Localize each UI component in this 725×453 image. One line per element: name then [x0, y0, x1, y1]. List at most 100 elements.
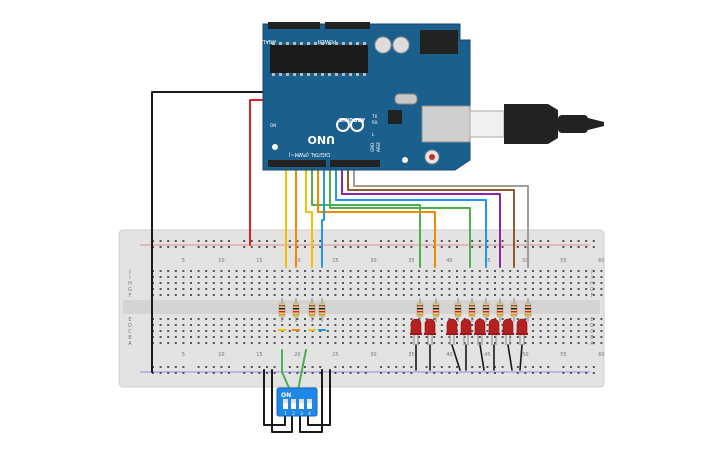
terminal-hole [334, 282, 337, 284]
terminal-hole [190, 288, 192, 290]
terminal-hole [380, 288, 382, 290]
terminal-hole [554, 288, 557, 290]
terminal-hole [532, 324, 534, 326]
dip-toggle[interactable] [307, 399, 312, 409]
terminal-hole [387, 336, 390, 338]
column-number: 50 [522, 352, 528, 358]
column-number: 40 [446, 352, 452, 358]
terminal-hole [440, 330, 443, 332]
terminal-hole [174, 282, 177, 284]
terminal-hole [554, 330, 557, 332]
terminal-hole [448, 342, 451, 344]
rail-hole [243, 246, 246, 248]
dip-position-label: 2 [292, 411, 295, 416]
terminal-hole [501, 330, 504, 332]
terminal-hole [357, 288, 360, 290]
rail-hole [387, 246, 390, 248]
terminal-hole [380, 336, 382, 338]
terminal-hole [235, 288, 238, 290]
terminal-hole [205, 318, 208, 320]
terminal-hole [197, 270, 200, 272]
dip-toggle[interactable] [299, 399, 304, 409]
terminal-hole [600, 276, 603, 278]
terminal-hole [539, 324, 542, 326]
terminal-hole [243, 318, 246, 320]
terminal-hole [509, 294, 512, 296]
terminal-hole [554, 270, 557, 272]
terminal-hole [228, 330, 230, 332]
terminal-hole [304, 270, 306, 272]
terminal-hole [349, 342, 352, 344]
row-letter: C [590, 329, 594, 335]
terminal-hole [585, 324, 588, 326]
resistor [278, 298, 286, 322]
dip-toggle[interactable] [283, 399, 288, 409]
terminal-hole [524, 294, 527, 296]
rail-hole [456, 246, 458, 248]
rail-hole [539, 372, 542, 374]
terminal-hole [296, 318, 299, 320]
terminal-hole [182, 276, 185, 278]
chip-pin [272, 42, 275, 45]
terminal-hole [585, 270, 588, 272]
terminal-hole [220, 294, 223, 296]
rail-hole [273, 240, 276, 242]
terminal-hole [250, 276, 253, 278]
terminal-hole [478, 336, 481, 338]
chip-pin [293, 42, 296, 45]
dip-toggle[interactable] [291, 399, 296, 409]
wire-green-2 [329, 161, 471, 268]
terminal-hole [167, 294, 170, 296]
chip-pin [349, 73, 352, 76]
terminal-hole [220, 270, 223, 272]
terminal-hole [228, 324, 230, 326]
rail-hole [532, 372, 534, 374]
terminal-hole [235, 342, 238, 344]
terminal-hole [304, 288, 306, 290]
terminal-hole [402, 282, 405, 284]
chip-pin [342, 73, 345, 76]
rail-hole [243, 240, 246, 242]
terminal-hole [478, 276, 481, 278]
terminal-hole [319, 276, 322, 278]
terminal-hole [494, 270, 496, 272]
rail-hole [402, 366, 405, 368]
rail-hole [478, 366, 481, 368]
terminal-hole [395, 270, 398, 272]
terminal-hole [250, 342, 253, 344]
wire-dip-black-4 [307, 369, 331, 426]
column-number: 40 [446, 258, 452, 264]
usb-chip [388, 110, 402, 124]
terminal-hole [281, 336, 284, 338]
terminal-hole [266, 276, 268, 278]
terminal-hole [577, 276, 580, 278]
terminal-hole [220, 324, 223, 326]
terminal-hole [243, 282, 246, 284]
terminal-hole [296, 288, 299, 290]
rail-hole [570, 366, 572, 368]
rail-hole [562, 372, 565, 374]
rail-hole [266, 372, 268, 374]
terminal-hole [471, 276, 474, 278]
terminal-hole [456, 318, 458, 320]
terminal-hole [182, 342, 185, 344]
wire-gray [353, 161, 529, 268]
terminal-hole [516, 276, 519, 278]
arduino-uno-board: ANALOG IN POWER UNO ARDUINO DIGITAL (PWM… [248, 22, 471, 171]
header-power-top [325, 22, 370, 29]
rail-hole [433, 366, 436, 368]
terminal-hole [577, 324, 580, 326]
terminal-hole [402, 270, 405, 272]
rail-hole [494, 366, 496, 368]
rail-hole [402, 240, 405, 242]
terminal-hole [539, 294, 542, 296]
rail-hole [486, 366, 489, 368]
terminal-hole [349, 276, 352, 278]
terminal-hole [334, 294, 337, 296]
rail-hole [547, 372, 550, 374]
terminal-hole [326, 342, 329, 344]
terminal-hole [326, 330, 329, 332]
row-letter: H [128, 281, 132, 287]
terminal-hole [319, 282, 322, 284]
